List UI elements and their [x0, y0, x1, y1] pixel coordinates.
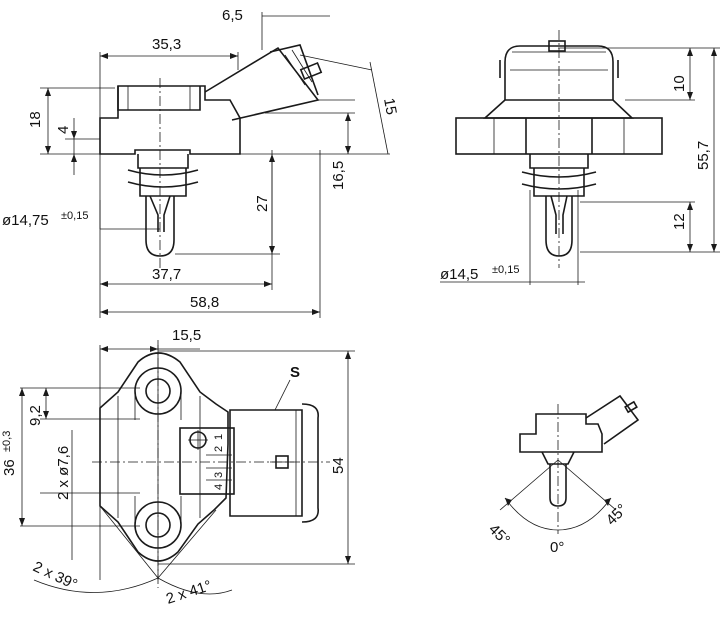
dim-width-58-8: 58,8: [190, 294, 219, 311]
dim-width-top: 35,3: [152, 36, 181, 53]
pin-3: 3: [213, 472, 225, 478]
dim-height-12: 12: [671, 213, 688, 230]
dim-angle-41: 2 x 41°: [164, 577, 214, 608]
pin-2: 2: [213, 446, 225, 452]
dim-angle-39: 2 x 39°: [30, 558, 80, 593]
dim-36: 36: [1, 459, 18, 476]
dim-diameter: ø14,5: [440, 266, 478, 283]
dim-length-27: 27: [254, 195, 271, 212]
dim-width-37-7: 37,7: [152, 266, 181, 283]
label-s: S: [290, 364, 300, 381]
dim-connector-angle: 15: [380, 97, 400, 116]
dim-height-16-5: 16,5: [330, 161, 347, 190]
angle-right: 45°: [603, 501, 631, 529]
mounting-angle-view: 45° 45° 0°: [485, 394, 640, 556]
dim-diameter: ø14,75: [2, 212, 49, 229]
dim-15-5: 15,5: [172, 327, 201, 344]
dim-holes: 2 x ø7,6: [55, 446, 72, 500]
dim-top-pin: 6,5: [222, 7, 243, 24]
front-view: 10 55,7 12 ø14,5 ±0,15: [440, 30, 720, 285]
dim-9-2: 9,2: [27, 405, 44, 426]
pin-1: 1: [213, 434, 225, 440]
pin-4: 4: [213, 484, 225, 490]
dim-height-55-7: 55,7: [695, 141, 712, 170]
top-view: 15,5 S 9,2 2 x ø7,6 36 ±0,3 54 1 2 3 4 2…: [1, 327, 355, 608]
side-view: 6,5 35,3 15 18 4 16,5 27 ø14,75 ±0,15 37…: [2, 7, 400, 318]
dim-height-4: 4: [55, 126, 72, 134]
dim-height-18: 18: [27, 111, 44, 128]
dim-diameter-tol: ±0,15: [492, 264, 519, 276]
dim-height-10: 10: [671, 75, 688, 92]
dim-54: 54: [330, 457, 347, 474]
dim-36-tol: ±0,3: [1, 431, 13, 452]
angle-zero: 0°: [550, 539, 564, 556]
angle-left: 45°: [485, 521, 513, 549]
dim-diameter-tol: ±0,15: [61, 210, 88, 222]
